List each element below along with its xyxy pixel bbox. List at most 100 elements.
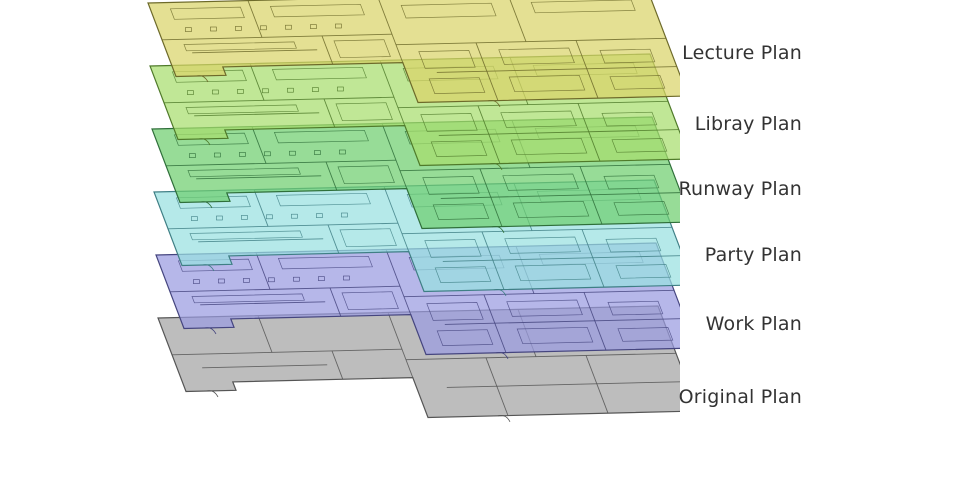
plan-room-block <box>605 237 662 253</box>
plan-wall <box>253 189 269 227</box>
plan-wall <box>436 66 677 73</box>
plan-wall <box>202 364 328 369</box>
plan-wall <box>171 348 403 356</box>
label-work-plan: Work Plan <box>705 313 802 335</box>
plan-wall <box>383 186 410 252</box>
plan-door <box>197 138 211 146</box>
plan-room-block <box>609 75 666 90</box>
plan-wall <box>442 255 680 262</box>
plan-door <box>201 264 215 272</box>
plan-wall <box>167 222 399 230</box>
plan-wall <box>257 315 273 353</box>
plan-wall <box>581 229 605 288</box>
plan-wall <box>387 312 414 378</box>
plan-wall <box>440 192 680 199</box>
plan-room-block <box>418 50 476 69</box>
plan-room-block <box>339 228 397 248</box>
plan-seat <box>191 216 198 221</box>
plan-seat <box>316 213 323 218</box>
plan-wall <box>585 355 609 414</box>
plan-seat <box>193 279 200 284</box>
plan-room-block <box>420 113 478 132</box>
plan-wall <box>483 294 507 353</box>
plan-room-block <box>514 263 592 282</box>
plan-door <box>495 352 509 359</box>
plan-room-block <box>275 192 371 207</box>
plan-wall <box>165 159 397 167</box>
floor-plan-stack <box>147 0 680 422</box>
plan-room-block <box>504 236 581 254</box>
plan-seat <box>264 151 271 157</box>
plan-wall <box>255 252 271 290</box>
plan-wall <box>331 350 344 380</box>
plan-wall <box>194 112 320 117</box>
plan-room-block <box>607 300 664 316</box>
plan-room-block <box>189 230 303 241</box>
plan-wall <box>161 33 393 41</box>
plan-room-block <box>183 41 297 52</box>
plan-room-block <box>169 6 245 20</box>
label-runway-plan: Runway Plan <box>678 178 802 200</box>
plan-wall <box>163 96 395 104</box>
plan-wall <box>323 98 336 128</box>
plan-room-block <box>333 39 391 59</box>
plan-seat <box>291 213 298 219</box>
plan-room-block <box>530 0 636 14</box>
plan-seat <box>287 87 294 93</box>
plan-wall <box>444 318 680 325</box>
plan-seat <box>310 24 317 29</box>
plan-room-block <box>335 102 393 122</box>
plan-door <box>489 163 503 170</box>
plan-seat <box>285 24 292 30</box>
plan-room-block <box>498 47 575 65</box>
plan-seat <box>239 152 246 157</box>
plan-room-block <box>432 203 490 220</box>
plan-seat <box>268 277 275 283</box>
plan-room-block <box>400 2 497 19</box>
plan-room-block <box>426 302 484 321</box>
plan-seat <box>241 215 248 220</box>
plan-seat <box>235 26 242 31</box>
plan-wall <box>247 0 263 38</box>
plan-wall <box>169 285 401 293</box>
plan-seat <box>343 275 350 281</box>
plan-wall <box>577 103 601 162</box>
plan-room-block <box>512 200 590 219</box>
plan-door <box>497 415 511 422</box>
plan-room-block <box>500 110 577 128</box>
plan-wall <box>399 163 671 172</box>
plan-door <box>493 289 507 296</box>
plan-room-block <box>428 77 486 94</box>
plan-wall <box>378 0 404 63</box>
plan-wall <box>579 166 603 225</box>
plan-seat <box>318 276 325 281</box>
plan-room-block <box>430 140 488 157</box>
plan-wall <box>251 126 267 164</box>
plan-door <box>491 226 505 233</box>
plan-room-block <box>615 264 672 279</box>
plan-wall <box>401 226 673 235</box>
plan-room-block <box>508 74 586 93</box>
plan-wall <box>325 161 338 191</box>
plan-seat <box>189 153 196 158</box>
plan-wall <box>385 249 412 315</box>
plan-room-block <box>603 174 660 190</box>
plan-wall <box>446 381 680 388</box>
plan-wall <box>321 35 334 65</box>
plan-wall <box>395 37 667 46</box>
plan-wall <box>379 60 406 126</box>
plan-wall <box>192 49 318 54</box>
label-original-plan: Original Plan <box>678 386 802 408</box>
plan-wall <box>381 123 408 189</box>
label-libray-plan: Libray Plan <box>694 113 802 135</box>
plan-seat <box>293 276 300 282</box>
plan-seat <box>214 152 221 158</box>
plan-wall <box>509 0 527 42</box>
plan-room-block <box>613 201 670 216</box>
plan-room-block <box>341 291 399 311</box>
plan-wall <box>583 292 607 351</box>
plan-wall <box>327 224 340 254</box>
plan-seat <box>335 23 342 29</box>
plan-door <box>487 100 501 107</box>
plan-seat <box>314 150 321 155</box>
